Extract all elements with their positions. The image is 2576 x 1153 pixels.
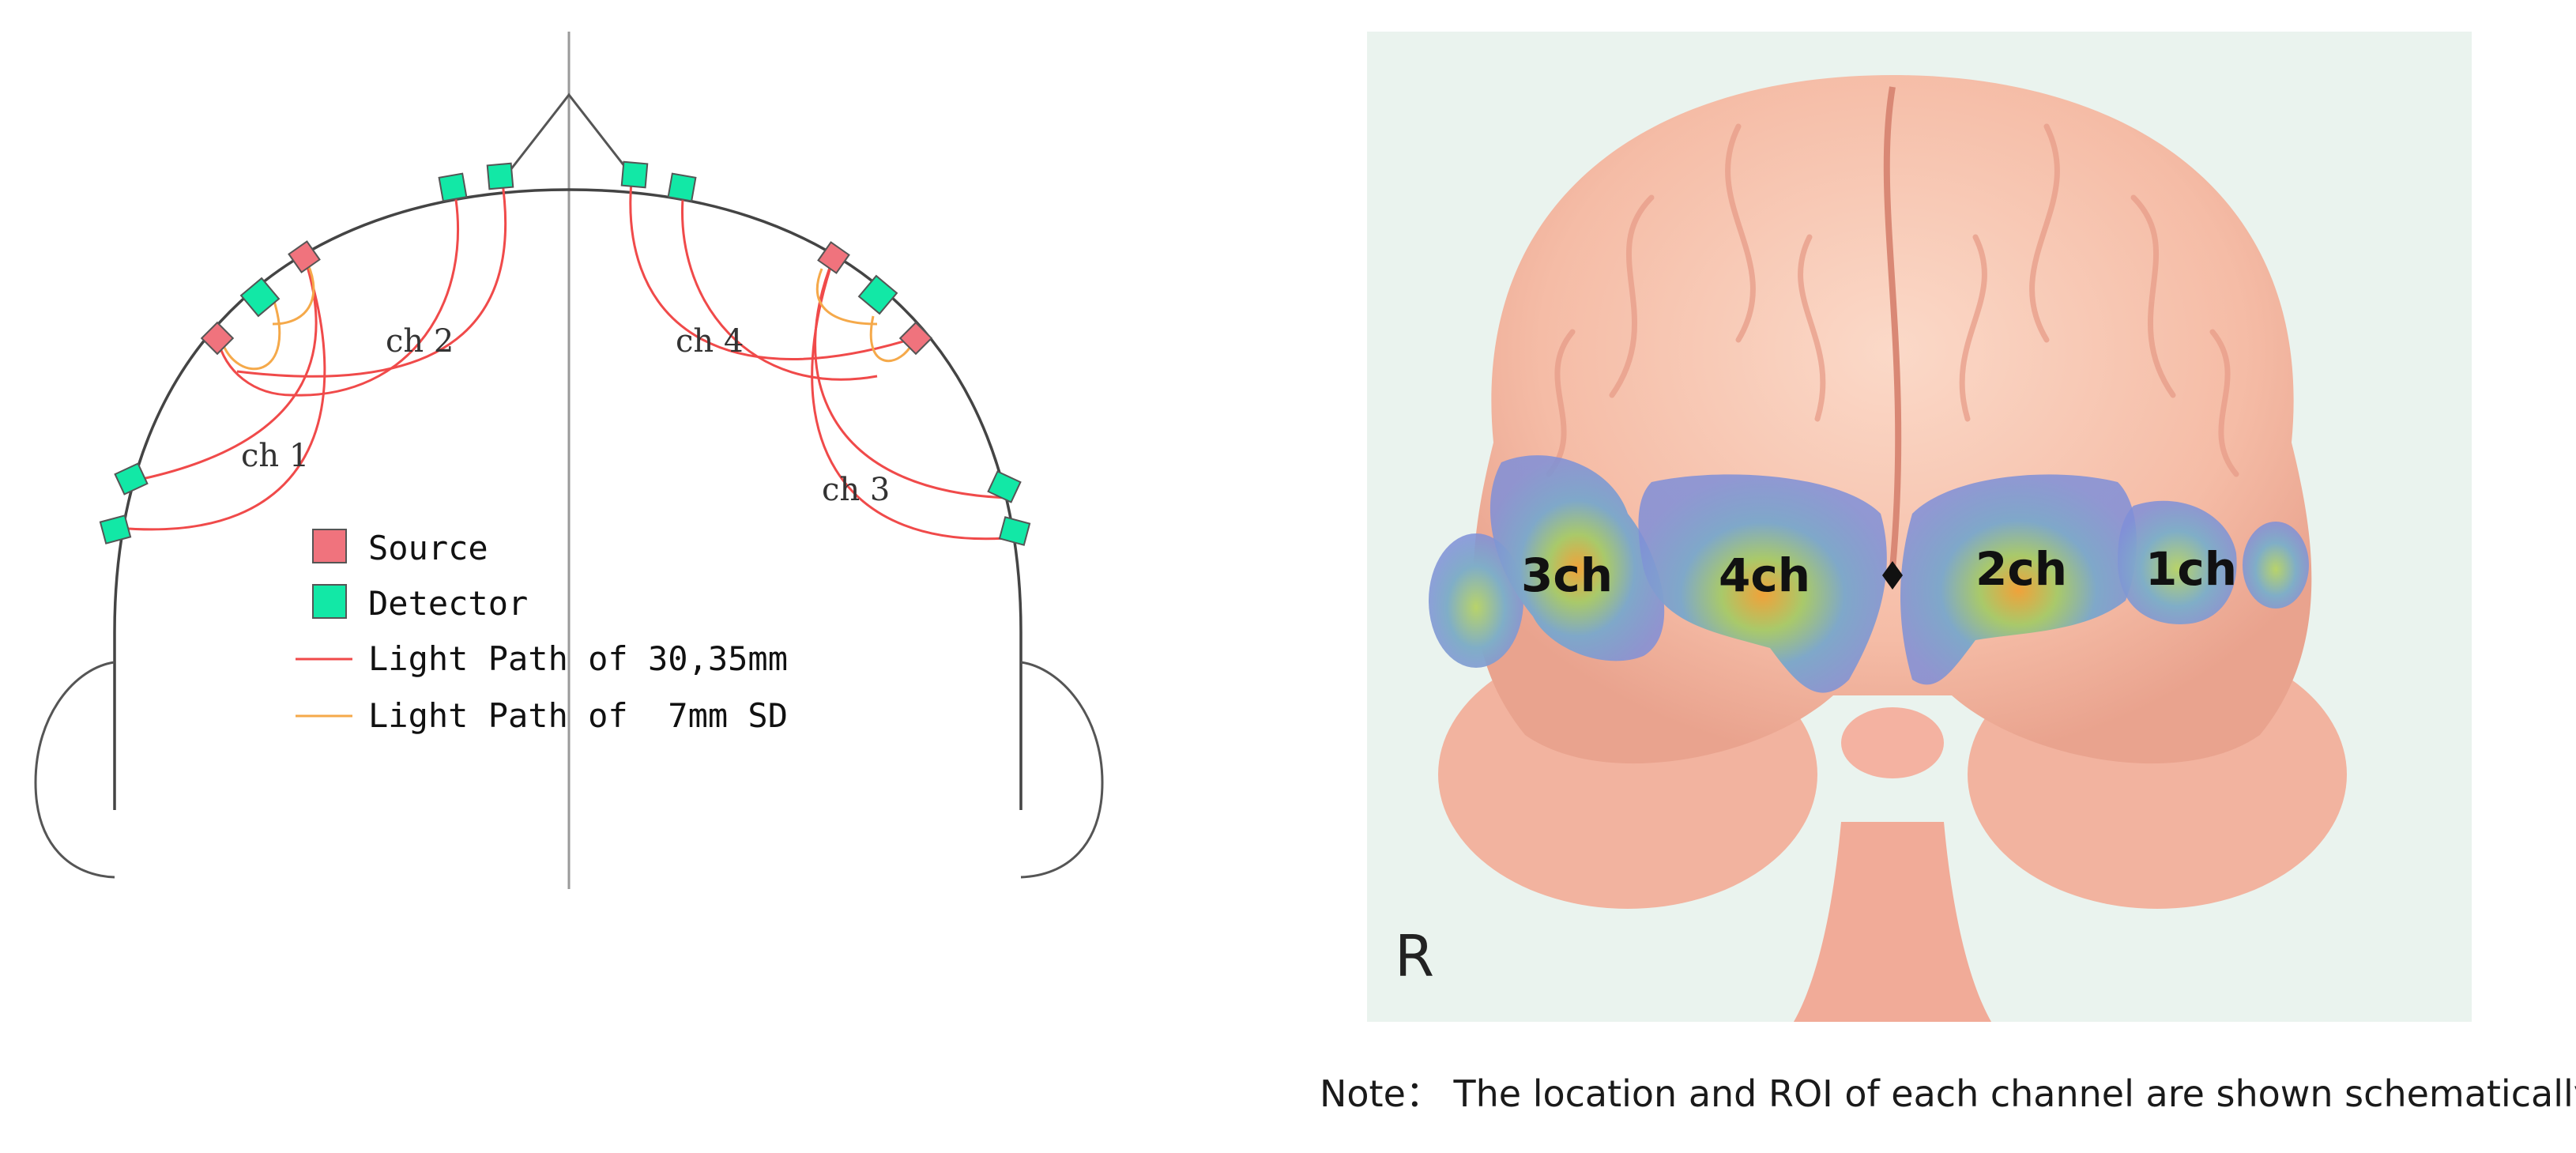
roi-1ch [2118, 500, 2237, 624]
brain-label-2ch: 2ch [1975, 542, 2067, 596]
channel-label-2: ch 2 [386, 323, 454, 360]
roi-heatmaps [1429, 455, 2309, 693]
nose-outline [509, 92, 629, 171]
pituitary [1841, 707, 1944, 778]
source-optodes [200, 240, 933, 356]
legend: Source Detector Light Path of 30,35mm Li… [296, 529, 788, 735]
footnote: Note： The location and ROI of each chann… [1320, 1072, 2576, 1115]
channel-label-1: ch 1 [241, 438, 309, 474]
roi-3ch [1489, 455, 1665, 661]
legend-long-path-label: Light Path of 30,35mm [368, 639, 788, 678]
side-label: R [1395, 923, 1434, 989]
roi-4ch [1638, 474, 1887, 693]
center-marker [1882, 561, 1903, 590]
light-paths-short [220, 256, 917, 371]
cerebrum [1473, 75, 2312, 764]
legend-source-swatch [312, 529, 347, 563]
roi-1ch-outer [2243, 522, 2309, 609]
roi-2ch [1900, 474, 2137, 685]
head-diagram: ch 1 ch 2 ch 3 ch 4 Source Detector Ligh… [34, 32, 1104, 889]
longitudinal-fissure [1883, 86, 1902, 570]
legend-source-label: Source [368, 529, 488, 567]
channel-label-4: ch 4 [676, 323, 744, 360]
legend-detector-swatch [312, 584, 347, 619]
brain-image: 3ch 4ch 2ch 1ch R [1367, 32, 2472, 1022]
brainstem [1794, 822, 1991, 1022]
legend-detector-label: Detector [368, 584, 528, 623]
left-ear [34, 661, 115, 879]
head-outline [113, 188, 1022, 810]
right-ear [1020, 661, 1104, 879]
legend-short-path-label: Light Path of 7mm SD [368, 696, 788, 735]
gyri [1546, 123, 2239, 477]
brain-label-4ch: 4ch [1719, 548, 1810, 602]
channel-label-3: ch 3 [822, 472, 890, 508]
roi-3ch-outer [1429, 533, 1523, 668]
brain-label-1ch: 1ch [2145, 542, 2237, 596]
detector-optodes [99, 160, 1031, 546]
brain-label-3ch: 3ch [1521, 548, 1613, 602]
